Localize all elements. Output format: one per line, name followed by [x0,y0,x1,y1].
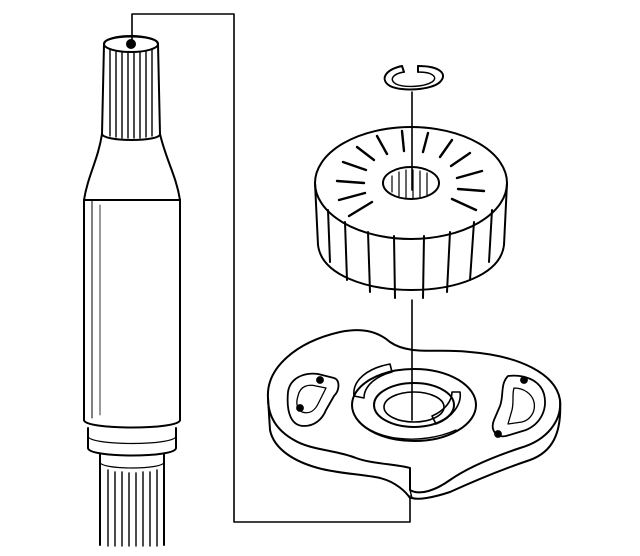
shaft-bottom-spline [99,453,165,547]
rotor-side-grooves [327,209,493,299]
plate-left-lobe-cutout [286,372,340,427]
assembly-guide-lines [131,13,413,523]
shaft [83,35,181,547]
plate-right-lobe-cutout [491,374,546,438]
shaft-to-rotor-guide-line [131,13,411,523]
shaft-center-hole [126,39,136,49]
shaft-body [83,199,181,429]
plate-port-right [431,391,461,425]
rotor-side-wall [314,182,508,291]
plate-center-boss [351,368,477,442]
plate-port-left [353,363,393,399]
cam-ring-plate [266,329,562,500]
shaft-taper [83,133,181,201]
retaining-ring [383,65,445,91]
rotor [314,126,508,299]
rotor-bore-splines [391,169,428,199]
rotor-vane-slots [335,129,486,218]
rotor-bore [382,166,440,200]
plate-center-bore-inner [383,391,445,423]
rotor-top-face [314,126,508,240]
shaft-top-spline [101,35,161,141]
plate-top-outline [266,329,562,494]
shaft-collar [87,427,177,457]
plate-center-bore-outer [373,382,455,428]
